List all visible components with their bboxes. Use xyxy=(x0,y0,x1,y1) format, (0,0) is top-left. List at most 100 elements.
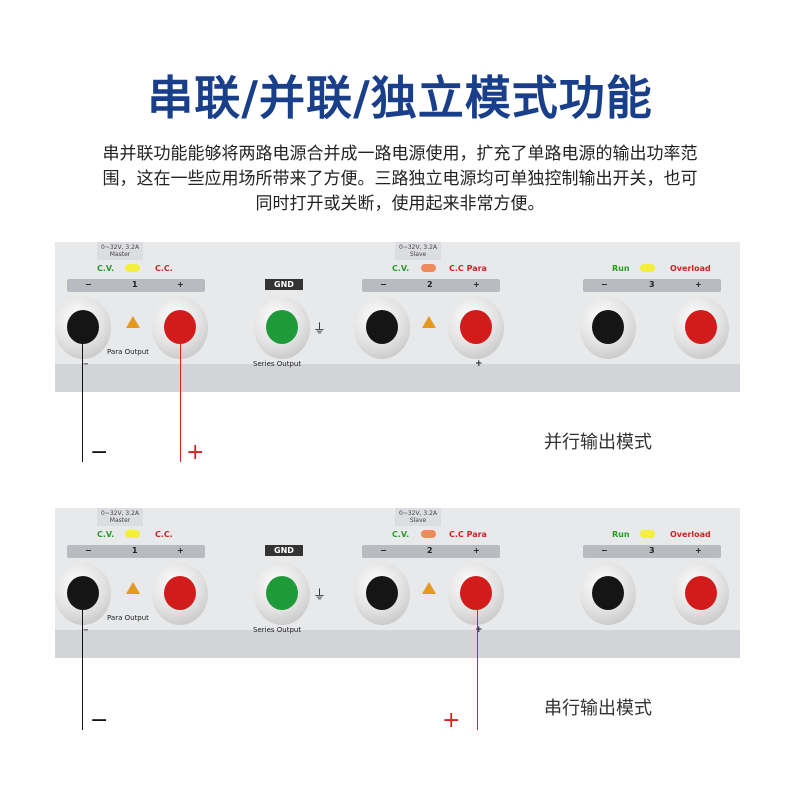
series-output-label: Series Output xyxy=(253,360,302,368)
ch1-plus-label: + xyxy=(177,546,184,555)
bottom-minus-label: − xyxy=(83,360,89,368)
ch3-minus-label: − xyxy=(601,546,608,555)
positive-wire xyxy=(180,340,181,462)
ch1-plus-label: + xyxy=(177,280,184,289)
negative-wire xyxy=(82,606,83,730)
ch2-minus-label: − xyxy=(380,546,387,555)
wire-plus-label: + xyxy=(186,440,205,465)
ch1-number: 1 xyxy=(132,280,138,289)
ch1-positive-terminal[interactable] xyxy=(152,297,208,359)
ch2-number: 2 xyxy=(427,280,433,289)
ch2-cv-label: C.V. xyxy=(392,530,410,539)
gnd-label: GND xyxy=(265,545,303,556)
ch1-role: Master xyxy=(109,251,131,258)
gnd-label: GND xyxy=(265,279,303,290)
ch3-plus-label: + xyxy=(695,546,702,555)
ch2-label-strip xyxy=(362,545,500,558)
ch1-minus-label: − xyxy=(85,280,92,289)
bottom-plus-label: + xyxy=(475,625,483,635)
bottom-plus-label: + xyxy=(475,359,483,369)
ch1-indicator-led xyxy=(125,530,140,538)
ch3-negative-terminal[interactable] xyxy=(580,297,636,359)
ch1-indicator-led xyxy=(125,264,140,272)
para-output-label: Para Output xyxy=(107,614,149,622)
panel-parallel-photo: 0~32V, 3.2A Master C.V. C.C. − 1 + Para … xyxy=(55,242,740,392)
ch1-negative-terminal[interactable] xyxy=(55,563,111,625)
ch2-spec-label: 0~32V, 3.2A Slave xyxy=(395,508,442,526)
ch1-role: Master xyxy=(109,517,131,524)
warning-icon xyxy=(422,582,436,594)
ch2-cc-label: C.C Para xyxy=(449,264,487,273)
warning-icon xyxy=(422,316,436,328)
ch2-cv-label: C.V. xyxy=(392,264,410,273)
page-title: 串联/并联/独立模式功能 xyxy=(147,71,653,125)
ch2-role: Slave xyxy=(409,517,427,524)
ch3-label-strip xyxy=(583,279,721,292)
warning-icon xyxy=(126,316,140,328)
ch3-run-label: Run xyxy=(612,530,630,539)
panel-series-photo: 0~32V, 3.2A Master C.V. C.C. − 1 + Para … xyxy=(55,508,740,658)
parallel-mode-label: 并行输出模式 xyxy=(544,432,652,453)
ch3-overload-label: Overload xyxy=(670,530,711,539)
warning-icon xyxy=(126,582,140,594)
ch3-positive-terminal[interactable] xyxy=(673,297,729,359)
gnd-terminal[interactable] xyxy=(254,297,310,359)
description-line: 同时打开或关断，使用起来非常方便。 xyxy=(255,194,545,214)
ch3-number: 3 xyxy=(649,280,655,289)
ch1-negative-terminal[interactable] xyxy=(55,297,111,359)
ch3-run-label: Run xyxy=(612,264,630,273)
ch2-label-strip xyxy=(362,279,500,292)
ch2-positive-terminal[interactable] xyxy=(448,297,504,359)
wire-minus-label: − xyxy=(90,708,109,733)
ch1-positive-terminal[interactable] xyxy=(152,563,208,625)
ch3-number: 3 xyxy=(649,546,655,555)
panel-bottom-strip xyxy=(55,630,740,658)
ch3-plus-label: + xyxy=(695,280,702,289)
ch1-cc-label: C.C. xyxy=(155,530,173,539)
para-output-label: Para Output xyxy=(107,348,149,356)
ch2-minus-label: − xyxy=(380,280,387,289)
ch1-spec-label: 0~32V, 3.2A Master xyxy=(97,508,144,526)
wire-minus-label: − xyxy=(90,440,109,465)
gnd-terminal[interactable] xyxy=(254,563,310,625)
description: 串并联功能能够将两路电源合并成一路电源使用，扩充了单路电源的输出功率范 围，这在… xyxy=(28,142,772,217)
ch2-negative-terminal[interactable] xyxy=(354,563,410,625)
ch1-cc-label: C.C. xyxy=(155,264,173,273)
series-output-label: Series Output xyxy=(253,626,302,634)
ch1-spec: 0~32V, 3.2A xyxy=(101,244,140,251)
ch3-negative-terminal[interactable] xyxy=(580,563,636,625)
ch3-minus-label: − xyxy=(601,280,608,289)
ch2-role: Slave xyxy=(409,251,427,258)
ch3-positive-terminal[interactable] xyxy=(673,563,729,625)
ch1-label-strip xyxy=(67,279,205,292)
ch2-number: 2 xyxy=(427,546,433,555)
ch2-indicator-led xyxy=(421,264,436,272)
description-line: 串并联功能能够将两路电源合并成一路电源使用，扩充了单路电源的输出功率范 xyxy=(102,144,698,164)
bottom-minus-label: − xyxy=(83,626,89,634)
ch3-overload-label: Overload xyxy=(670,264,711,273)
negative-wire xyxy=(82,340,83,462)
ch2-plus-label: + xyxy=(473,280,480,289)
panel-bottom-strip xyxy=(55,364,740,392)
wire-plus-label: + xyxy=(442,708,461,733)
ch2-positive-terminal[interactable] xyxy=(448,563,504,625)
series-mode-label: 串行输出模式 xyxy=(544,698,652,719)
ch1-cv-label: C.V. xyxy=(97,530,115,539)
ch3-indicator-led xyxy=(640,530,655,538)
ch1-label-strip xyxy=(67,545,205,558)
ch2-plus-label: + xyxy=(473,546,480,555)
ch3-indicator-led xyxy=(640,264,655,272)
ch2-spec: 0~32V, 3.2A xyxy=(399,510,438,517)
ch1-spec: 0~32V, 3.2A xyxy=(101,510,140,517)
positive-wire xyxy=(477,606,478,730)
ch2-indicator-led xyxy=(421,530,436,538)
ch2-spec-label: 0~32V, 3.2A Slave xyxy=(395,242,442,260)
ch1-number: 1 xyxy=(132,546,138,555)
ch2-negative-terminal[interactable] xyxy=(354,297,410,359)
ch3-label-strip xyxy=(583,545,721,558)
ground-icon: ⏚ xyxy=(313,322,327,337)
ground-icon: ⏚ xyxy=(313,588,327,603)
ch2-cc-label: C.C Para xyxy=(449,530,487,539)
description-line: 围，这在一些应用场所带来了方便。三路独立电源均可单独控制输出开关，也可 xyxy=(102,169,698,189)
ch1-spec-label: 0~32V, 3.2A Master xyxy=(97,242,144,260)
